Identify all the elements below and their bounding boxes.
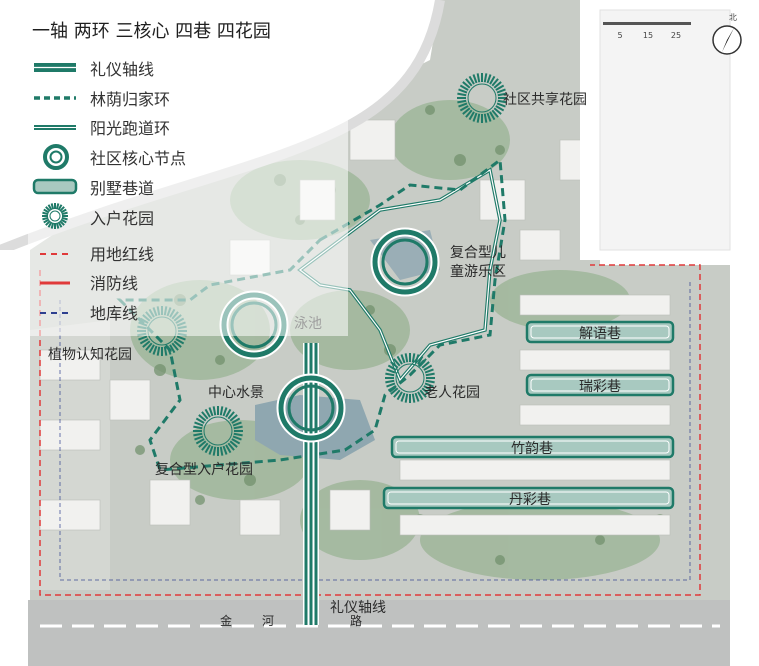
bottom-road xyxy=(28,600,730,666)
legend-forest-ring: 林荫归家环 xyxy=(34,90,170,109)
label-kids-zone-line1: 复合型儿 xyxy=(450,244,506,261)
scale-label-1: 5 xyxy=(617,31,622,40)
legend: 礼仪轴线 林荫归家环 阳光跑道环 社区核心节点 别墅巷道 入户花园 xyxy=(32,60,186,323)
top-right-building xyxy=(599,9,731,251)
legend-garden: 入户花园 xyxy=(42,203,154,229)
legend-label-garage: 地库线 xyxy=(90,304,138,323)
road-char-3: 路 xyxy=(350,613,362,628)
legend-sun-ring: 阳光跑道环 xyxy=(34,119,170,138)
sun-running-ring-inner xyxy=(299,169,501,382)
legend-lane: 别墅巷道 xyxy=(32,178,154,198)
legend-label-fire: 消防线 xyxy=(90,274,138,293)
legend-label-axis: 礼仪轴线 xyxy=(90,60,154,79)
legend-label-sun: 阳光跑道环 xyxy=(90,119,170,138)
garden-entry xyxy=(193,406,243,456)
north-arrow-icon: 北 xyxy=(712,13,742,55)
garden-shared xyxy=(457,73,507,123)
legend-label-garden: 入户花园 xyxy=(90,209,154,228)
label-axis: 礼仪轴线 xyxy=(330,600,386,616)
lane-label-4: 丹彩巷 xyxy=(509,492,551,508)
scale-label-2: 15 xyxy=(643,31,653,40)
legend-garden-symbol xyxy=(42,203,68,229)
label-elder-garden: 老人花园 xyxy=(424,385,480,401)
core-node-water xyxy=(276,373,346,443)
diagram-title: 一轴 两环 三核心 四巷 四花园 xyxy=(32,21,271,42)
legend-label-forest: 林荫归家环 xyxy=(90,90,170,109)
red-site-line xyxy=(39,264,701,596)
scale-bar: 5 15 25 xyxy=(603,22,691,40)
legend-garage-line: 地库线 xyxy=(40,304,138,323)
legend-label-core: 社区核心节点 xyxy=(90,149,186,168)
label-kids-zone-line2: 童游乐区 xyxy=(450,263,506,280)
legend-label-red: 用地红线 xyxy=(90,245,154,264)
legend-axis: 礼仪轴线 xyxy=(34,60,154,79)
villa-lane-2 xyxy=(525,373,675,397)
legend-fire-line: 消防线 xyxy=(40,274,138,293)
road-char-2: 河 xyxy=(262,614,274,628)
villa-lane-1 xyxy=(525,320,675,344)
core-node-kids xyxy=(370,227,440,297)
legend-core: 社区核心节点 xyxy=(43,144,186,170)
garden-elder xyxy=(385,353,435,403)
scale-label-3: 25 xyxy=(671,31,681,40)
villa-lane-4 xyxy=(382,486,675,510)
lane-label-2: 瑞彩巷 xyxy=(579,379,621,395)
left-road xyxy=(0,250,28,666)
legend-label-lane: 别墅巷道 xyxy=(90,179,154,198)
north-label: 北 xyxy=(729,13,737,22)
legend-backdrop xyxy=(28,14,348,336)
label-plant-garden: 植物认知花园 xyxy=(48,346,132,363)
label-water-view: 中心水景 xyxy=(208,385,264,401)
ceremonial-axis xyxy=(303,343,319,625)
lane-label-1: 解语巷 xyxy=(579,326,621,342)
villa-lane-3 xyxy=(390,435,675,459)
lane-label-3: 竹韵巷 xyxy=(511,441,553,457)
label-shared-garden: 社区共享花园 xyxy=(503,91,587,108)
legend-red-line: 用地红线 xyxy=(40,245,154,264)
road-char-1: 金 xyxy=(220,613,232,628)
garage-line xyxy=(59,280,691,581)
label-entry-garden: 复合型入户花园 xyxy=(155,461,253,478)
right-edge xyxy=(730,260,759,666)
